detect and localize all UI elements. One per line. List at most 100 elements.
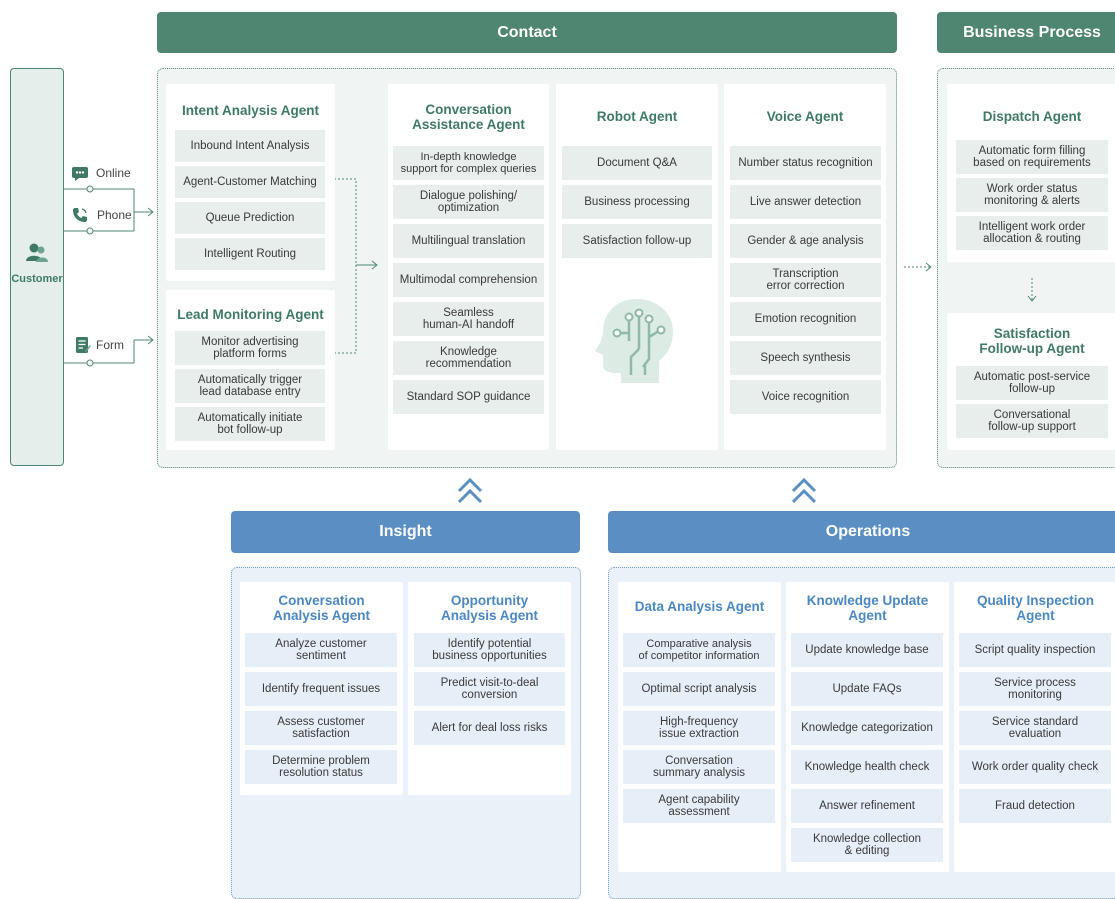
insight-up-arrow-icon: [457, 477, 483, 504]
list-item: Assess customer satisfaction: [245, 711, 397, 745]
channel-form-label: Form: [96, 338, 124, 352]
operations-up-arrow-icon: [791, 477, 817, 504]
opportunity-analysis-agent-card: Opportunity Analysis Agent Identify pote…: [408, 582, 571, 795]
list-item: Optimal script analysis: [623, 672, 775, 706]
insight-header-label: Insight: [379, 523, 432, 540]
card-title: Satisfaction Follow-up Agent: [979, 326, 1085, 356]
customer-icon: [26, 243, 48, 262]
list-item: High-frequency issue extraction: [623, 711, 775, 745]
list-item: Service process monitoring: [959, 672, 1111, 706]
channel-online: Online: [72, 165, 131, 183]
contact-header: Contact: [157, 12, 897, 53]
channel-phone: Phone: [72, 206, 132, 224]
card-title: Dispatch Agent: [982, 108, 1082, 124]
card-title: Opportunity Analysis Agent: [440, 593, 539, 623]
operations-header-label: Operations: [825, 523, 911, 540]
list-item: Automatically initiate bot follow-up: [175, 407, 325, 441]
list-item: Predict visit-to-deal conversion: [414, 672, 565, 706]
list-item: Live answer detection: [730, 185, 881, 219]
list-item: Business processing: [562, 185, 712, 219]
list-item: Identify frequent issues: [245, 672, 397, 706]
list-item: Speech synthesis: [730, 341, 881, 375]
list-item: Queue Prediction: [175, 202, 325, 234]
customer-label: Customer: [11, 273, 63, 285]
list-item: Determine problem resolution status: [245, 750, 397, 784]
list-item: Inbound Intent Analysis: [175, 130, 325, 162]
data-analysis-agent-card: Data Analysis Agent Comparative analysis…: [618, 582, 781, 872]
lead-monitoring-agent-card: Lead Monitoring Agent Monitor advertisin…: [166, 290, 335, 450]
list-item: Dialogue polishing/ optimization: [393, 185, 544, 219]
list-item: Knowledge categorization: [791, 711, 943, 745]
conversation-analysis-agent-card: Conversation Analysis Agent Analyze cust…: [240, 582, 403, 795]
insight-header: Insight: [231, 511, 580, 553]
list-item: Intelligent Routing: [175, 238, 325, 270]
intent-analysis-agent-card: Intent Analysis Agent Inbound Intent Ana…: [166, 84, 335, 281]
phone-icon: [73, 207, 87, 222]
list-item: Agent capability assessment: [623, 789, 775, 823]
card-title: Conversation Analysis Agent: [272, 593, 371, 623]
form-icon: [76, 336, 91, 353]
conversation-assistance-agent-card: Conversation Assistance Agent In-depth k…: [388, 84, 549, 450]
card-title: Voice Agent: [766, 108, 844, 124]
operations-header: Operations: [608, 511, 1115, 553]
list-item: Automatic form filling based on requirem…: [956, 140, 1108, 174]
list-item: Monitor advertising platform forms: [175, 331, 325, 365]
channel-phone-label: Phone: [97, 208, 132, 222]
list-item: Multimodal comprehension: [393, 263, 544, 297]
list-item: Update knowledge base: [791, 633, 943, 667]
list-item: In-depth knowledge support for complex q…: [393, 146, 544, 180]
list-item: Knowledge collection & editing: [791, 828, 943, 862]
list-item: Work order quality check: [959, 750, 1111, 784]
list-item: Conversation summary analysis: [623, 750, 775, 784]
list-item: Transcription error correction: [730, 263, 881, 297]
list-item: Knowledge health check: [791, 750, 943, 784]
card-title: Intent Analysis Agent: [181, 102, 320, 118]
list-item: Intelligent work order allocation & rout…: [956, 216, 1108, 250]
list-item: Answer refinement: [791, 789, 943, 823]
list-item: Alert for deal loss risks: [414, 711, 565, 745]
list-item: Seamless human-AI handoff: [393, 302, 544, 336]
list-item: Fraud detection: [959, 789, 1111, 823]
channel-form: Form: [76, 336, 124, 354]
robot-agent-card: Robot Agent Document Q&A Business proces…: [556, 84, 718, 450]
list-item: Script quality inspection: [959, 633, 1111, 667]
list-item: Gender & age analysis: [730, 224, 881, 258]
dispatch-agent-card: Dispatch Agent Automatic form filling ba…: [947, 84, 1115, 262]
list-item: Conversational follow-up support: [956, 404, 1108, 438]
list-item: Document Q&A: [562, 146, 712, 180]
ai-head-icon: [595, 299, 673, 383]
list-item: Voice recognition: [730, 380, 881, 414]
business-process-header-label: Business Process: [963, 23, 1101, 41]
quality-inspection-agent-card: Quality Inspection Agent Script quality …: [954, 582, 1115, 872]
card-title: Robot Agent: [596, 108, 678, 124]
voice-agent-card: Voice Agent Number status recognition Li…: [724, 84, 886, 450]
list-item: Update FAQs: [791, 672, 943, 706]
knowledge-update-agent-card: Knowledge Update Agent Update knowledge …: [786, 582, 949, 872]
list-item: Automatically trigger lead database entr…: [175, 369, 325, 403]
card-title: Quality Inspection Agent: [976, 593, 1095, 623]
card-title: Conversation Assistance Agent: [412, 102, 525, 132]
list-item: Work order status monitoring & alerts: [956, 178, 1108, 212]
list-item: Automatic post-service follow-up: [956, 366, 1108, 400]
list-item: Analyze customer sentiment: [245, 633, 397, 667]
list-item: Knowledge recommendation: [393, 341, 544, 375]
business-process-header: Business Process: [937, 12, 1115, 53]
customer-box: Customer: [10, 68, 64, 466]
list-item: Number status recognition: [730, 146, 881, 180]
contact-header-label: Contact: [497, 23, 557, 41]
channel-online-label: Online: [96, 166, 131, 180]
chat-icon: [72, 166, 88, 181]
list-item: Identify potential business opportunitie…: [414, 633, 565, 667]
list-item: Emotion recognition: [730, 302, 881, 336]
list-item: Agent-Customer Matching: [175, 166, 325, 198]
channel-connectors: [64, 185, 154, 367]
list-item: Service standard evaluation: [959, 711, 1111, 745]
list-item: Comparative analysis of competitor infor…: [623, 633, 775, 667]
card-title: Data Analysis Agent: [634, 598, 765, 614]
list-item: Standard SOP guidance: [393, 380, 544, 414]
card-title: Knowledge Update Agent: [806, 593, 929, 623]
list-item: Satisfaction follow-up: [562, 224, 712, 258]
satisfaction-followup-agent-card: Satisfaction Follow-up Agent Automatic p…: [947, 313, 1115, 450]
card-title: Lead Monitoring Agent: [177, 306, 324, 322]
